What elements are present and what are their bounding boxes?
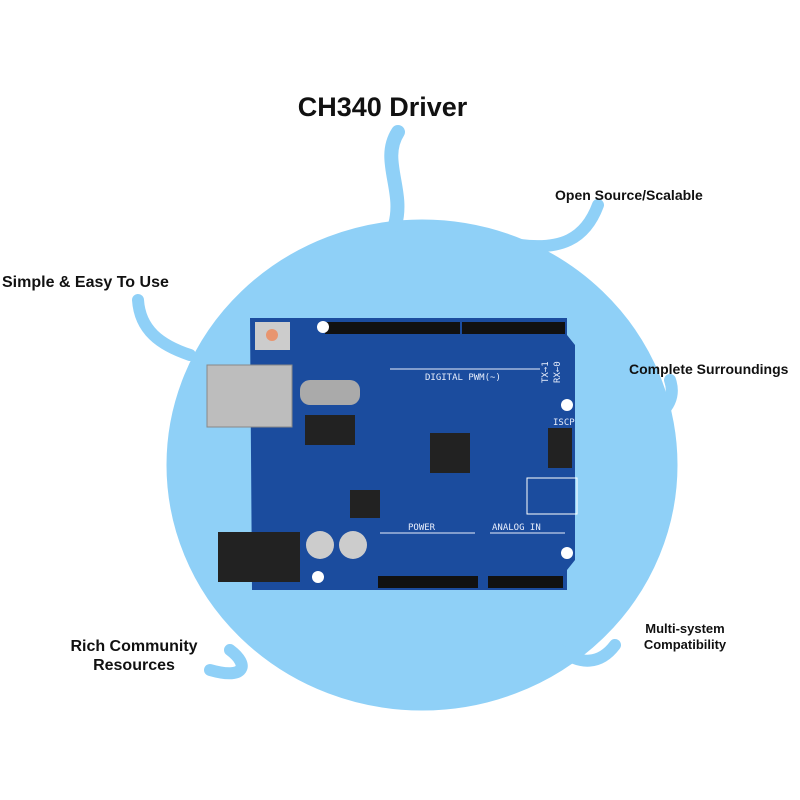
tx-silk: TX→1: [541, 361, 551, 383]
arduino-board: DIGITAL PWM(~) POWER ANALOG IN ISCP TX→1…: [206, 318, 578, 590]
iscp-silk: ISCP: [553, 418, 575, 428]
feature-surroundings: Complete Surroundings: [629, 361, 789, 377]
feature-open-source: Open Source/Scalable: [555, 187, 703, 203]
community-line-2: Resources: [93, 657, 175, 674]
power-silk: POWER: [408, 523, 436, 533]
community-line-1: Rich Community: [70, 638, 198, 655]
multisystem-line-1: Multi-system: [645, 621, 725, 636]
page-title: CH340 Driver: [297, 92, 468, 122]
rx-silk: RX←0: [553, 361, 563, 383]
digital-pwm-silk: DIGITAL PWM(~): [425, 373, 501, 383]
multisystem-line-2: Compatibility: [643, 637, 727, 652]
analog-in-silk: ANALOG IN: [492, 523, 541, 533]
feature-multisystem: Multi-system Compatibility: [630, 621, 740, 653]
feature-simple: Simple & Easy To Use: [2, 274, 169, 291]
feature-community: Rich Community Resources: [66, 637, 202, 675]
